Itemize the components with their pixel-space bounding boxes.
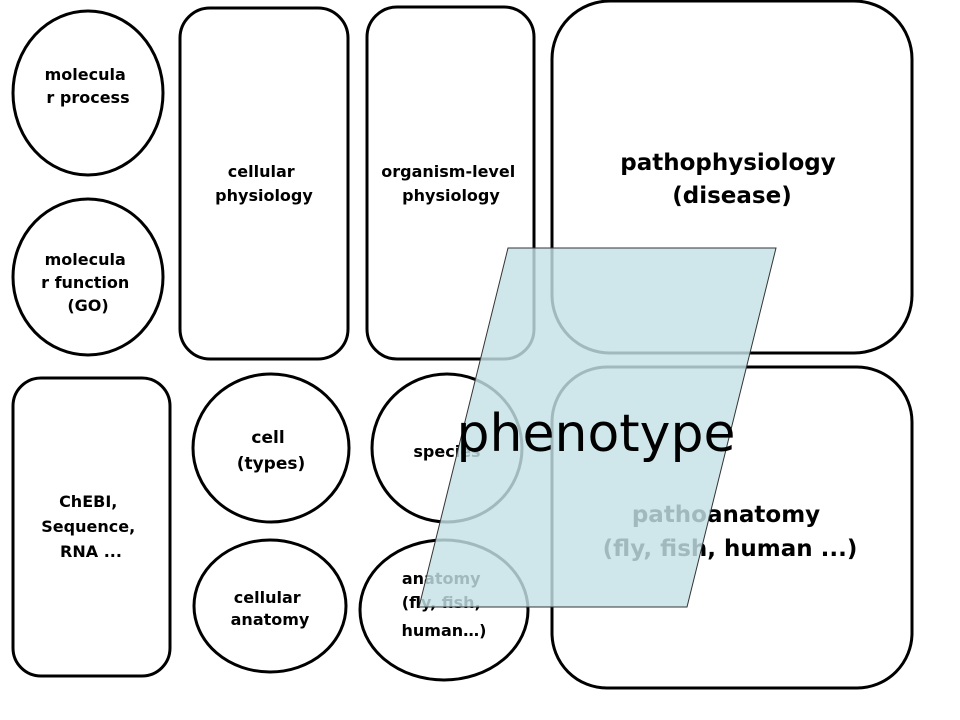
svg-text:cellular physiology: cellular physiology: [215, 162, 313, 205]
cellular-anatomy-node: cellular anatomy: [192, 538, 348, 674]
svg-text:molecula r process: molecula r process: [45, 65, 132, 107]
phenotype-parallelogram: [418, 247, 777, 608]
cell-types-node: cell (types): [191, 372, 351, 524]
svg-text:cell (types): cell (types): [237, 428, 306, 474]
phenotype-label: phenotype: [457, 404, 736, 464]
phenotype-overlay: phenotype: [418, 247, 777, 608]
svg-text:ChEBI, Sequence, R: ChEBI, Sequence, RNA ...: [41, 492, 140, 561]
svg-text:organism-level physiolog: organism-level physiology: [381, 162, 521, 205]
organism-physiology-node: organism-level physiology: [365, 5, 536, 361]
chebi-sequence-rna-node: ChEBI, Sequence, RNA ...: [11, 376, 172, 678]
svg-text:cellular anatomy: cellular anatomy: [231, 588, 310, 629]
svg-text:molecula r function: molecula r function (GO): [41, 250, 135, 315]
cellular-physiology-node: cellular physiology: [178, 6, 350, 361]
molecular-process-node: molecula r process: [11, 9, 165, 177]
svg-text:pathophysiology (disease: pathophysiology (disease): [620, 150, 844, 209]
molecular-function-node: molecula r function (GO): [11, 197, 165, 357]
